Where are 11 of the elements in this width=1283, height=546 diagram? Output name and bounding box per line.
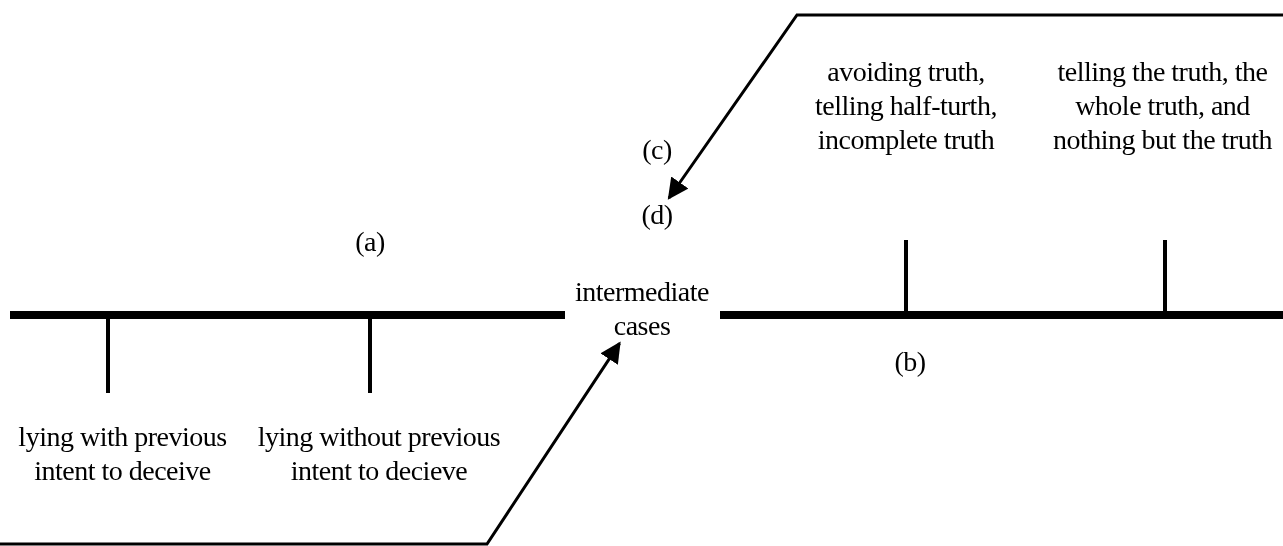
arrow: [0, 341, 621, 546]
spectrum-label: telling the truth, the whole truth, and nothing but the truth: [1040, 55, 1283, 158]
arrow: [667, 13, 1283, 200]
spectrum-label: lying without previous intent to decieve: [248, 420, 510, 489]
spectrum-label: lying with previous intent to deceive: [5, 420, 240, 489]
spectrum-label: avoiding truth, telling half-turth, incomplete truth: [800, 55, 1012, 158]
spectrum-label: intermediate cases: [562, 275, 722, 344]
section-letter: (c): [641, 133, 673, 167]
spectrum-label: (d): [635, 198, 679, 233]
section-letter: (a): [354, 225, 386, 259]
section-letter: (b): [893, 345, 927, 379]
